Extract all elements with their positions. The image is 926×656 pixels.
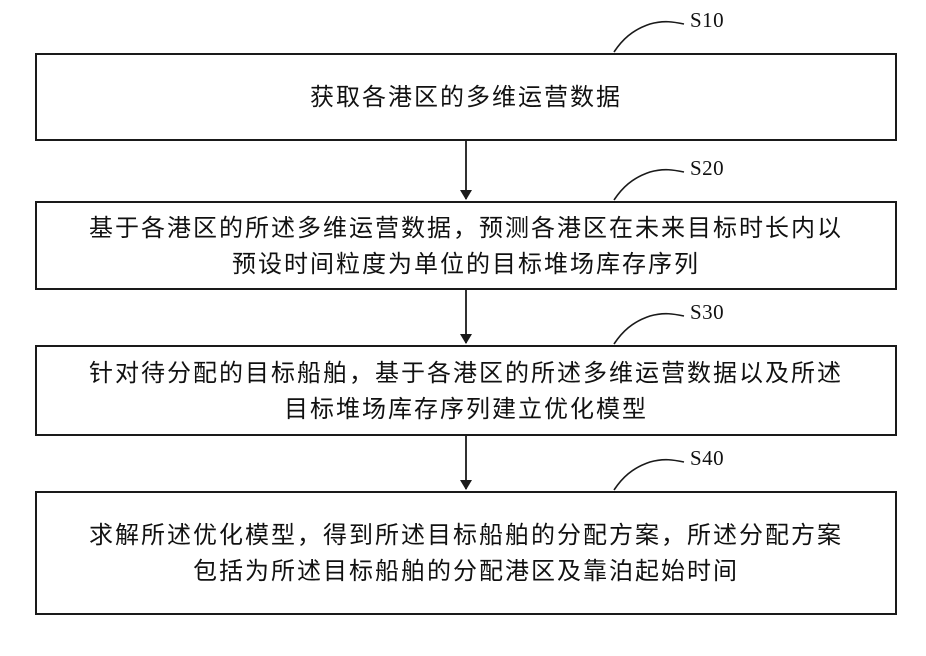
step-label-s30: S30: [690, 300, 724, 325]
step-text-s20: 基于各港区的所述多维运营数据，预测各港区在未来目标时长内以 预设时间粒度为单位的…: [89, 210, 843, 282]
step-label-s20: S20: [690, 156, 724, 181]
step-label-s10: S10: [690, 8, 724, 33]
step-text-s10: 获取各港区的多维运营数据: [310, 79, 622, 115]
leader-curve-s20: [614, 170, 684, 200]
step-text-s40: 求解所述优化模型，得到所述目标船舶的分配方案，所述分配方案 包括为所述目标船舶的…: [89, 517, 843, 589]
leader-curve-s30: [614, 314, 684, 344]
step-label-s40: S40: [690, 446, 724, 471]
step-text-s30: 针对待分配的目标船舶，基于各港区的所述多维运营数据以及所述 目标堆场库存序列建立…: [89, 355, 843, 427]
step-box-s10: 获取各港区的多维运营数据: [35, 53, 897, 141]
step-box-s20: 基于各港区的所述多维运营数据，预测各港区在未来目标时长内以 预设时间粒度为单位的…: [35, 201, 897, 290]
step-box-s40: 求解所述优化模型，得到所述目标船舶的分配方案，所述分配方案 包括为所述目标船舶的…: [35, 491, 897, 615]
leader-curve-s40: [614, 460, 684, 490]
leader-curve-s10: [614, 22, 684, 52]
step-box-s30: 针对待分配的目标船舶，基于各港区的所述多维运营数据以及所述 目标堆场库存序列建立…: [35, 345, 897, 436]
